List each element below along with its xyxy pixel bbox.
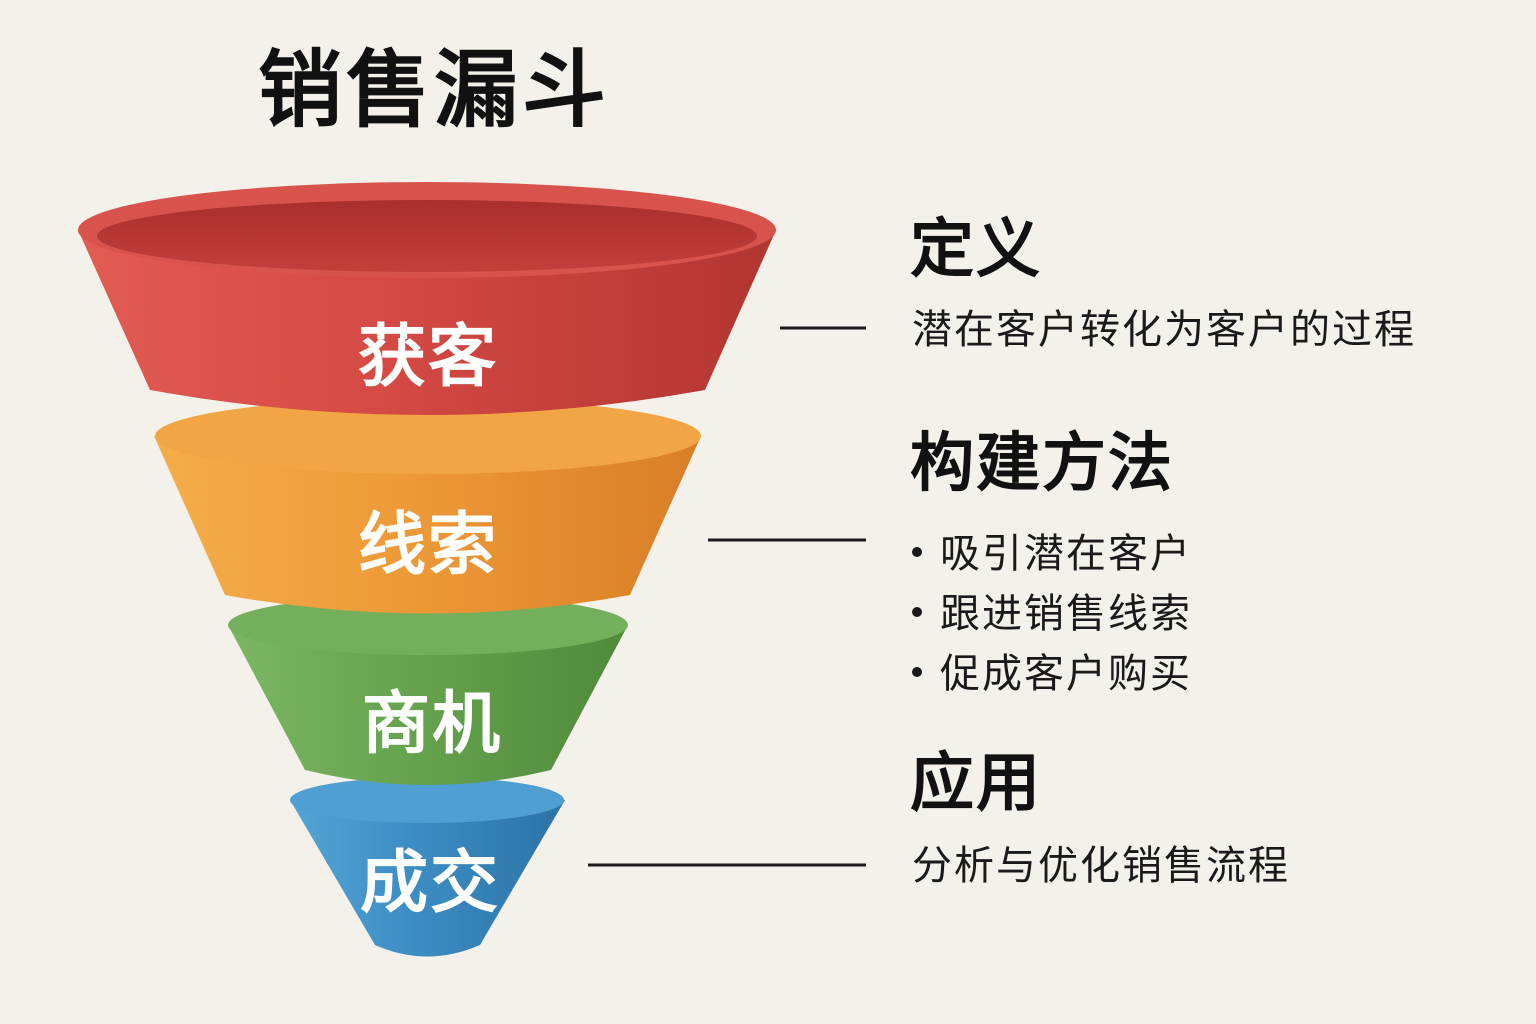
bullet-icon xyxy=(912,607,922,617)
funnel-stage-1: 获客 xyxy=(78,182,776,415)
list-item: 吸引潜在客户 xyxy=(912,524,1192,584)
application-text: 分析与优化销售流程 xyxy=(912,843,1290,889)
definition-text: 潜在客户转化为客户的过程 xyxy=(912,307,1416,353)
page-title: 销售漏斗 xyxy=(258,41,611,139)
definition-heading: 定义 xyxy=(910,213,1042,287)
bullet-icon xyxy=(912,667,922,677)
method-list: 吸引潜在客户 跟进销售线索 促成客户购买 xyxy=(912,524,1192,704)
application-heading: 应用 xyxy=(910,747,1042,821)
funnel-stage-4: 成交 xyxy=(290,777,565,957)
funnel-stage-3: 商机 xyxy=(228,595,628,785)
list-item: 跟进销售线索 xyxy=(912,584,1192,644)
funnel-stage-2: 线索 xyxy=(154,398,701,614)
stage-label-3: 商机 xyxy=(362,685,502,764)
stage-label-1: 获客 xyxy=(358,318,498,397)
list-item: 促成客户购买 xyxy=(912,644,1192,704)
stage-label-4: 成交 xyxy=(360,844,500,923)
bullet-icon xyxy=(912,547,922,557)
stage-label-2: 线索 xyxy=(358,506,498,585)
method-heading: 构建方法 xyxy=(910,427,1174,501)
